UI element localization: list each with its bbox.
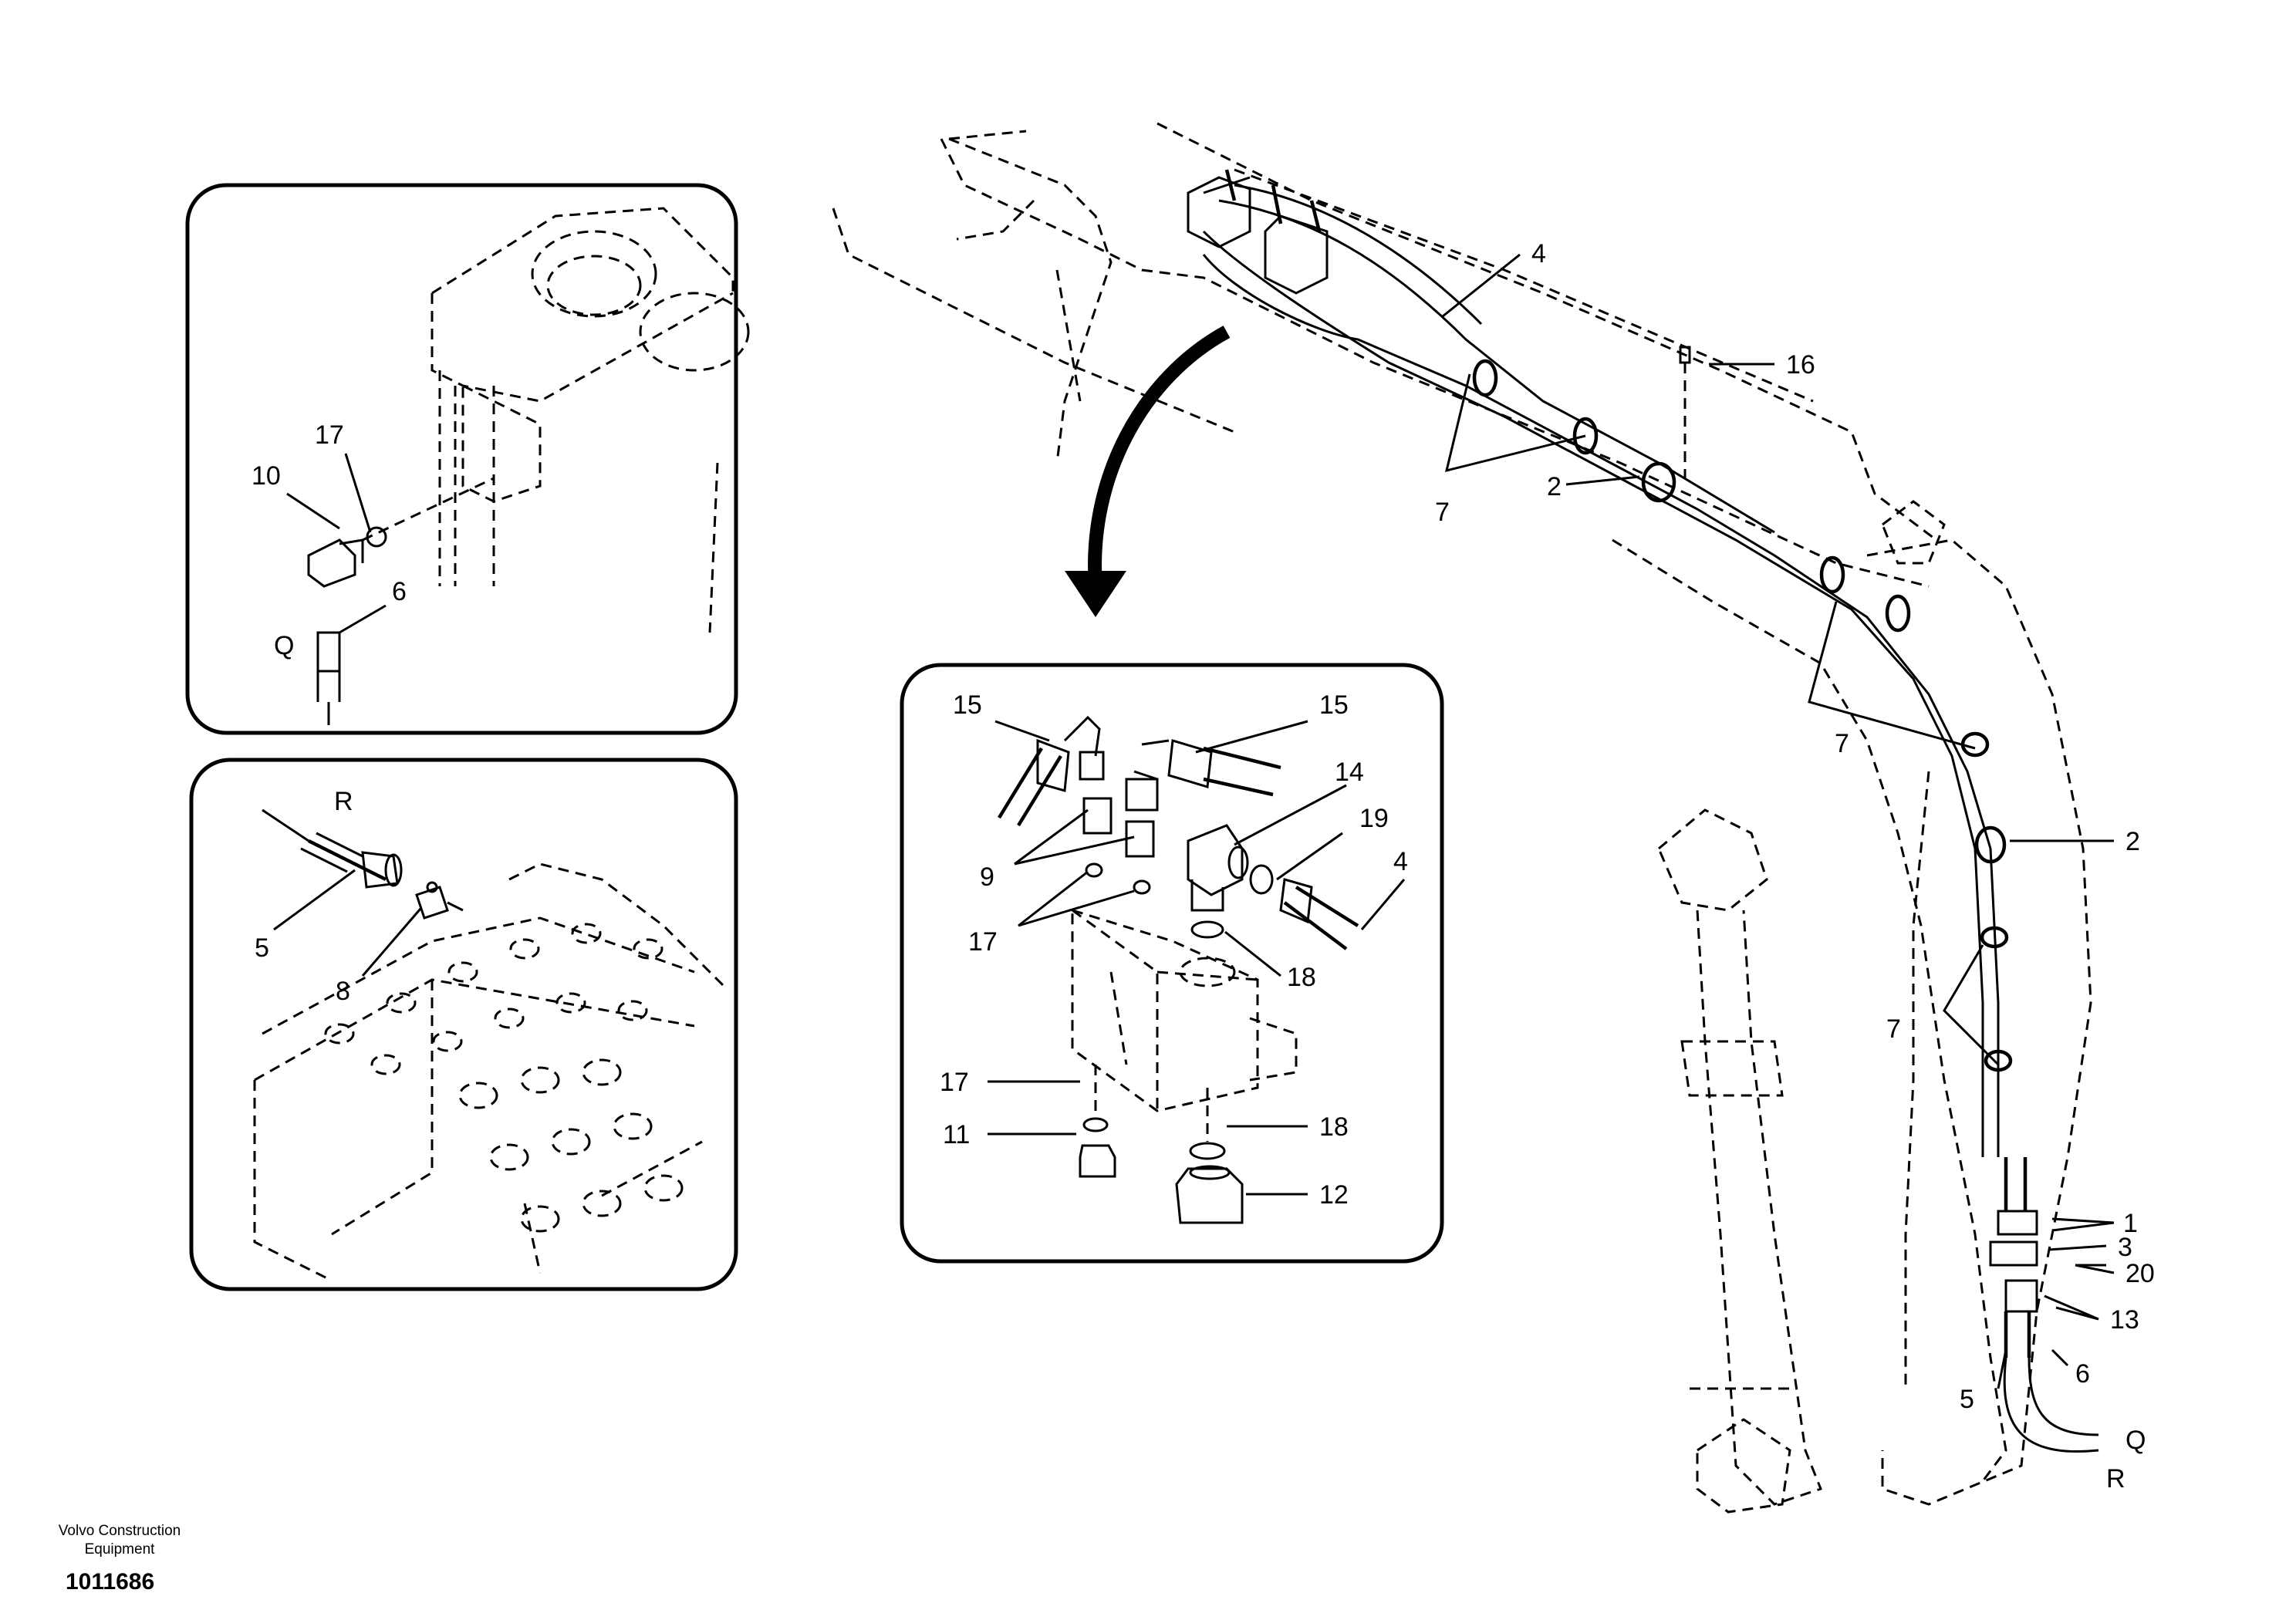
label-6-main: 6 — [2075, 1359, 2090, 1389]
label-9: 9 — [980, 862, 994, 892]
label-6-panel1: 6 — [392, 577, 407, 606]
label-19: 19 — [1359, 804, 1389, 833]
label-5-panel2: 5 — [255, 933, 269, 963]
label-q-main: Q — [2125, 1426, 2146, 1455]
label-7-mid: 7 — [1835, 729, 1849, 758]
label-2-upper: 2 — [1547, 472, 1562, 501]
label-20: 20 — [2125, 1259, 2155, 1288]
label-q-panel1: Q — [274, 631, 294, 660]
label-7-upper: 7 — [1435, 498, 1450, 527]
label-7-lower: 7 — [1886, 1014, 1901, 1044]
label-r-panel2: R — [334, 787, 353, 816]
label-17-detail-lower: 17 — [940, 1068, 969, 1097]
label-15-left: 15 — [953, 690, 982, 720]
boom-assembly — [832, 122, 2106, 1514]
detail-panel-3 — [900, 663, 1444, 1264]
callout-labels: 4 16 2 7 7 2 7 1 3 20 13 5 6 Q R 17 10 6… — [252, 239, 2155, 1493]
label-10: 10 — [252, 461, 281, 491]
label-3: 3 — [2118, 1233, 2132, 1262]
label-1: 1 — [2123, 1209, 2138, 1238]
detail-panel-2 — [189, 758, 738, 1291]
label-4-detail: 4 — [1393, 847, 1408, 876]
drawing-number: 1011686 — [66, 1569, 154, 1595]
label-2-lower: 2 — [2125, 827, 2140, 856]
label-15-right: 15 — [1319, 690, 1349, 720]
label-16: 16 — [1786, 350, 1815, 380]
detail-panel-1 — [185, 183, 750, 735]
company-name-line1: Volvo Construction — [59, 1523, 181, 1539]
company-name-line2: Equipment — [85, 1541, 156, 1558]
label-8: 8 — [336, 977, 350, 1006]
label-14: 14 — [1335, 758, 1364, 787]
label-4-main: 4 — [1531, 239, 1546, 268]
label-17-detail-upper: 17 — [968, 927, 998, 957]
label-5-main: 5 — [1960, 1385, 1974, 1414]
label-11: 11 — [943, 1120, 970, 1149]
label-r-main: R — [2106, 1464, 2125, 1493]
label-13: 13 — [2110, 1305, 2139, 1335]
label-17-panel1: 17 — [315, 420, 344, 450]
label-18-upper: 18 — [1287, 963, 1316, 992]
label-12: 12 — [1319, 1180, 1349, 1210]
label-18-lower: 18 — [1319, 1112, 1349, 1142]
detail-arrow — [1065, 326, 1231, 617]
leader-lines — [273, 253, 2115, 1389]
footer: Volvo Construction Equipment 1011686 — [59, 1523, 181, 1595]
